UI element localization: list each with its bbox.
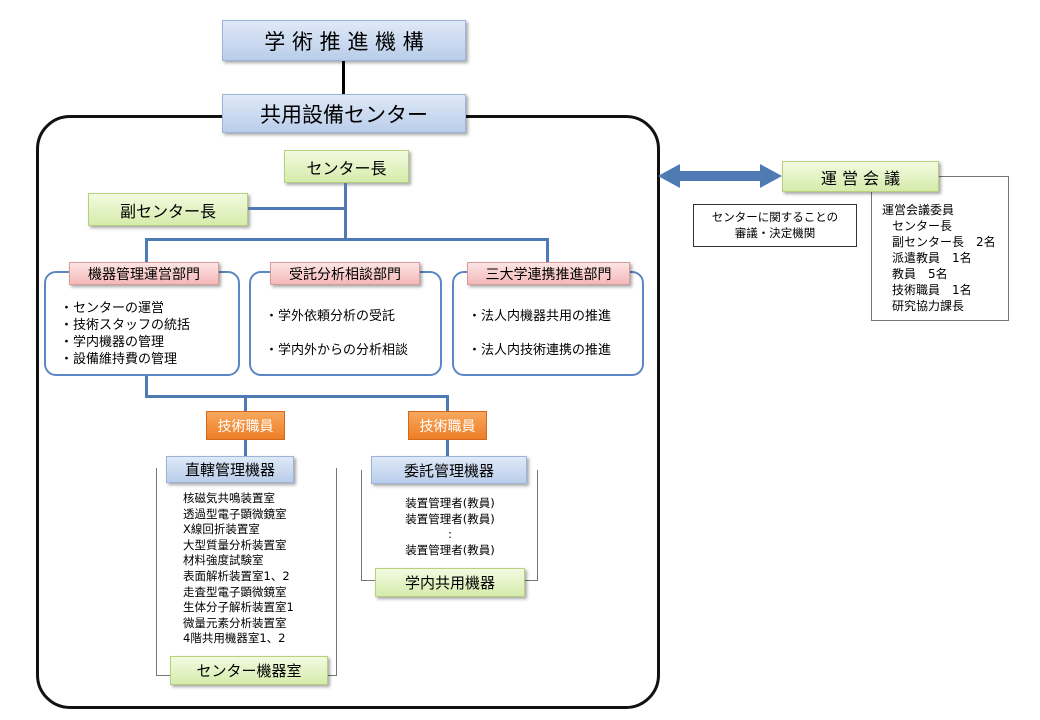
department-1-title-box: 機器管理運営部門: [69, 262, 219, 285]
department-3-items: ・法人内機器共用の推進 ・法人内技術連携の推進: [468, 300, 611, 368]
council-member: 技術職員 1名: [892, 283, 972, 297]
equipment-room: 透過型電子顕微鏡室: [183, 506, 287, 521]
connector-dept-horizontal: [145, 238, 549, 241]
equipment-manager: 装置管理者(教員): [405, 511, 495, 526]
connector-staff-horizontal: [145, 395, 447, 398]
connector-staff-2-down: [446, 440, 449, 456]
top-organization-box: 学 術 推 進 機 構: [222, 20, 466, 61]
entrusted-equipment-footer-box: 学内共用機器: [375, 568, 525, 597]
department-panel-3: ・法人内機器共用の推進 ・法人内技術連携の推進: [452, 271, 644, 376]
department-1-items: ・センターの運営 ・技術スタッフの統括 ・学内機器の管理 ・設備維持費の管理: [60, 300, 190, 368]
equipment-manager: 装置管理者(教員): [405, 496, 495, 510]
council-member: 研究協力課長: [892, 299, 965, 313]
equipment-room: 材料強度試験室: [183, 553, 264, 568]
council-members-list: 運営会議委員 センター長 副センター長 2名 派遣教員 1名 教員 5名 技術職…: [882, 202, 996, 314]
center-title-box: 共用設備センター: [222, 94, 466, 133]
entrusted-equipment-title: 委託管理機器: [403, 461, 494, 480]
top-organization-label: 学 術 推 進 機 構: [264, 29, 424, 54]
council-title-box: 運 営 会 議: [782, 161, 939, 192]
council-member: 運営会議委員: [882, 203, 955, 217]
department-3-title-box: 三大学連携推進部門: [467, 262, 630, 285]
entrusted-equipment-frame: [361, 470, 538, 581]
connector-director-down: [344, 183, 347, 240]
department-item: ・学内外からの分析相談: [265, 343, 409, 358]
equipment-manager: :: [448, 527, 452, 542]
department-panel-2: ・学外依頼分析の受託 ・学内外からの分析相談: [249, 271, 442, 376]
equipment-room: X線回折装置室: [183, 522, 260, 537]
department-2-title: 受託分析相談部門: [289, 266, 401, 283]
entrusted-equipment-footer: 学内共用機器: [404, 574, 495, 592]
center-title: 共用設備センター: [260, 102, 428, 127]
council-member: 派遣教員 1名: [892, 251, 972, 265]
entrusted-equipment-list: 装置管理者(教員) 装置管理者(教員) : 装置管理者(教員): [380, 496, 520, 558]
council-member: 教員 5名: [892, 267, 948, 281]
director-label: センター長: [306, 158, 387, 178]
connector-dept-1: [145, 238, 148, 262]
equipment-room: 表面解析装置室1、2: [183, 568, 290, 583]
department-3-title: 三大学連携推進部門: [485, 266, 612, 283]
director-box: センター長: [284, 150, 409, 183]
council-member: 副センター長 2名: [892, 235, 996, 249]
tech-staff-box-1: 技術職員: [206, 411, 285, 440]
council-description-box: センターに関することの 審議・決定機関: [693, 204, 857, 247]
department-item: ・学内機器の管理: [60, 335, 165, 350]
direct-equipment-footer-box: センター機器室: [170, 656, 328, 685]
council-description-line: センターに関することの: [711, 210, 839, 224]
equipment-room: 微量元素分析装置室: [183, 615, 287, 630]
department-item: ・設備維持費の管理: [60, 352, 178, 367]
department-panel-1: ・センターの運営 ・技術スタッフの統括 ・学内機器の管理 ・設備維持費の管理: [44, 271, 240, 376]
connector-staff-1: [244, 395, 247, 411]
entrusted-equipment-title-box: 委託管理機器: [371, 456, 527, 484]
tech-staff-box-2: 技術職員: [408, 411, 487, 440]
equipment-manager: 装置管理者(教員): [405, 542, 495, 557]
council-title: 運 営 会 議: [820, 168, 901, 188]
connector-dept-3: [546, 238, 549, 262]
org-connector: [342, 59, 345, 95]
equipment-room: 生体分子解析装置室1: [183, 600, 294, 615]
tech-staff-label: 技術職員: [419, 418, 476, 435]
department-2-items: ・学外依頼分析の受託 ・学内外からの分析相談: [265, 300, 408, 368]
direct-equipment-title: 直轄管理機器: [184, 461, 275, 479]
equipment-room: 4階共用機器室1、2: [183, 631, 286, 646]
department-2-title-box: 受託分析相談部門: [270, 262, 420, 285]
double-arrow-icon: [658, 164, 782, 188]
direct-equipment-footer: センター機器室: [196, 662, 302, 680]
vice-director-label: 副センター長: [119, 201, 216, 221]
equipment-room: 走査型電子顕微鏡室: [183, 584, 287, 599]
direct-equipment-frame: [156, 468, 337, 676]
equipment-room: 大型質量分析装置室: [183, 537, 287, 552]
connector-vice: [248, 207, 346, 210]
council-members-frame: [871, 176, 1009, 321]
department-item: ・学外依頼分析の受託: [265, 309, 396, 324]
department-item: ・法人内機器共用の推進: [468, 309, 612, 324]
direct-equipment-title-box: 直轄管理機器: [166, 456, 294, 483]
department-1-title: 機器管理運営部門: [88, 266, 200, 283]
direct-equipment-list: 核磁気共鳴装置室 透過型電子顕微鏡室 X線回折装置室 大型質量分析装置室 材料強…: [183, 491, 294, 647]
connector-dept-1-down: [145, 375, 148, 397]
connector-staff-1-down: [244, 440, 247, 456]
equipment-room: 核磁気共鳴装置室: [183, 491, 275, 505]
tech-staff-label: 技術職員: [217, 418, 274, 435]
connector-staff-2: [446, 395, 449, 411]
council-description-line: 審議・決定機関: [734, 226, 816, 240]
department-item: ・法人内技術連携の推進: [468, 343, 612, 358]
department-item: ・技術スタッフの統括: [60, 318, 191, 333]
council-member: センター長: [892, 219, 953, 233]
department-item: ・センターの運営: [60, 301, 165, 316]
vice-director-box: 副センター長: [88, 193, 248, 226]
